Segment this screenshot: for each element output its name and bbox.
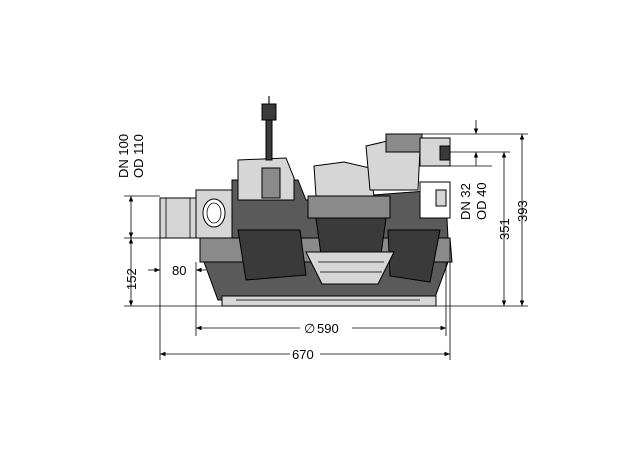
check-valve [385, 133, 423, 153]
inlet-height-label: 152 [124, 268, 139, 290]
inlet-offset-label: 80 [172, 263, 186, 278]
outlet-height-label: 351 [497, 218, 512, 240]
diameter-label: 590 [317, 321, 339, 336]
outlet-od-label: OD 40 [474, 182, 489, 220]
level-sensor-rod [265, 117, 273, 161]
inlet-dn-label: DN 100 [116, 134, 131, 178]
discharge-outlet [439, 145, 451, 161]
overall-height-label: 393 [515, 200, 530, 222]
sensor-head [261, 103, 277, 121]
outlet-dn-label: DN 32 [458, 183, 473, 220]
inlet-opening [202, 198, 226, 228]
inlet-od-label: OD 110 [131, 134, 146, 178]
left-chamber [237, 229, 307, 281]
diameter-symbol: ∅ [304, 321, 315, 336]
control-box [261, 167, 281, 199]
pump-motor [313, 161, 375, 197]
dimension-lines [124, 120, 528, 360]
lifting-unit [159, 96, 453, 307]
base-plate [221, 295, 437, 307]
overall-width-label: 670 [292, 347, 314, 362]
pump-impeller-housing [305, 251, 395, 285]
inlet-pipe-stub [159, 197, 197, 239]
side-bolt [435, 189, 447, 207]
pump-flange [307, 195, 391, 219]
